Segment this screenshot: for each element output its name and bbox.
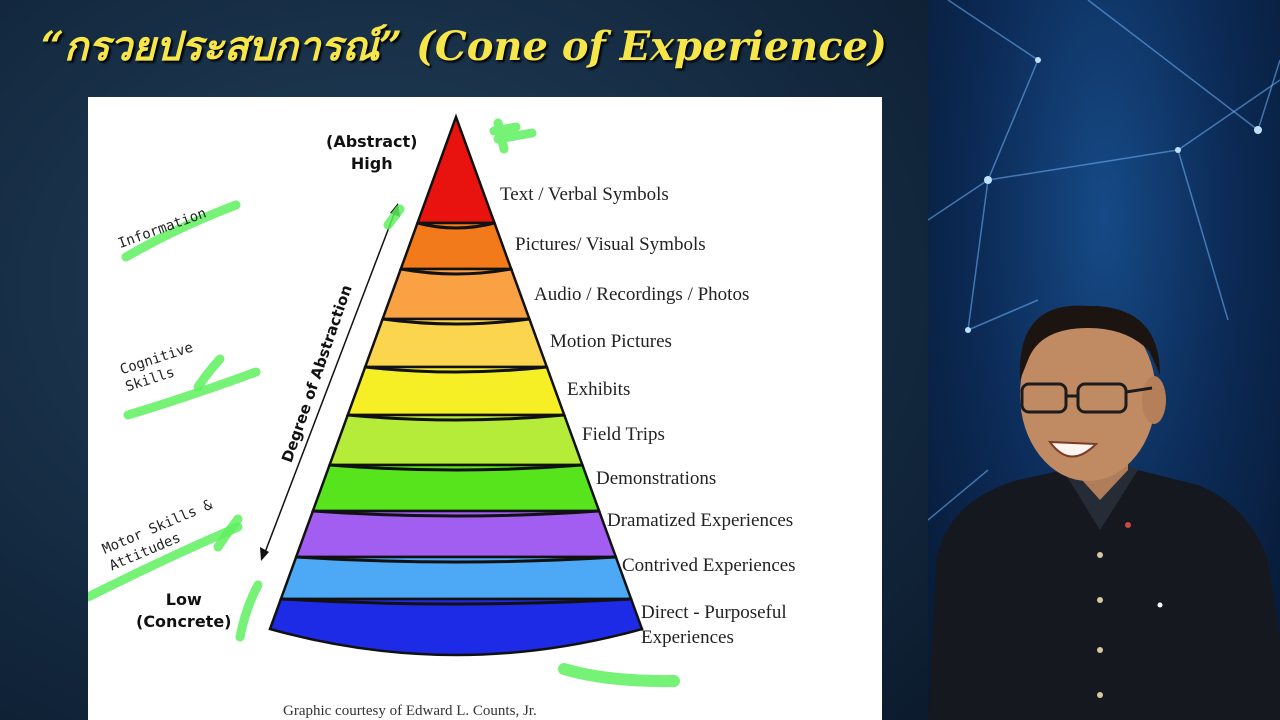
cone-band-separator — [329, 463, 583, 472]
cone-level-label: Field Trips — [582, 424, 665, 445]
cone-band-10 — [268, 597, 644, 657]
presenter-figure — [928, 305, 1280, 720]
cone-band-7 — [311, 463, 601, 513]
low-concrete-label: Low(Concrete) — [136, 590, 232, 631]
cone-level-label: Dramatized Experiences — [607, 510, 794, 531]
graphic-credit: Graphic courtesy of Edward L. Counts, Jr… — [283, 703, 537, 719]
cone-band-separator — [382, 317, 530, 326]
cone-level-label: Audio / Recordings / Photos — [534, 284, 750, 305]
highlighter-mark — [383, 204, 405, 230]
cone-band-separator — [312, 509, 600, 518]
cone-band-1 — [415, 113, 497, 225]
cone-level-label: Text / Verbal Symbols — [500, 184, 669, 205]
highlighter-mark — [489, 118, 537, 154]
cone-band-3 — [380, 267, 532, 321]
cone-band-separator — [417, 221, 495, 230]
cone-band-separator — [347, 413, 565, 422]
cone-level-label: Motion Pictures — [550, 331, 672, 352]
cone-band-4 — [363, 317, 549, 369]
highlighter-mark — [123, 367, 261, 420]
cone-level-label: Contrived Experiences — [622, 555, 796, 576]
cone-band-8 — [294, 509, 618, 559]
cone-band-separator — [280, 597, 632, 606]
network-background — [928, 0, 1280, 521]
cone-band-6 — [327, 413, 585, 467]
cone-level-label: Exhibits — [567, 379, 631, 400]
presenter-video-panel — [928, 0, 1280, 720]
slide-title: “กรวยประสบการณ์” (Cone of Experience) — [41, 23, 887, 70]
highlighter-mark — [558, 663, 680, 688]
abstract-high-label: (Abstract)High — [326, 132, 418, 173]
highlighter-mark — [235, 580, 263, 642]
cone-level-label: Demonstrations — [596, 468, 717, 489]
cone-band-5 — [345, 365, 567, 417]
cone-level-label: Pictures/ Visual Symbols — [515, 234, 706, 255]
cone-band-2 — [398, 221, 514, 271]
highlighter-mark — [193, 354, 225, 392]
cone-band-separator — [296, 555, 616, 564]
highlighter-mark — [213, 514, 243, 552]
cone-band-separator — [365, 365, 547, 374]
cone-diagram-panel: (Abstract)High Low(Concrete) Degree of A… — [88, 97, 882, 720]
cone-band-separator — [400, 267, 512, 276]
highlighter-mark — [121, 200, 241, 262]
cone-of-experience-diagram — [88, 113, 680, 688]
